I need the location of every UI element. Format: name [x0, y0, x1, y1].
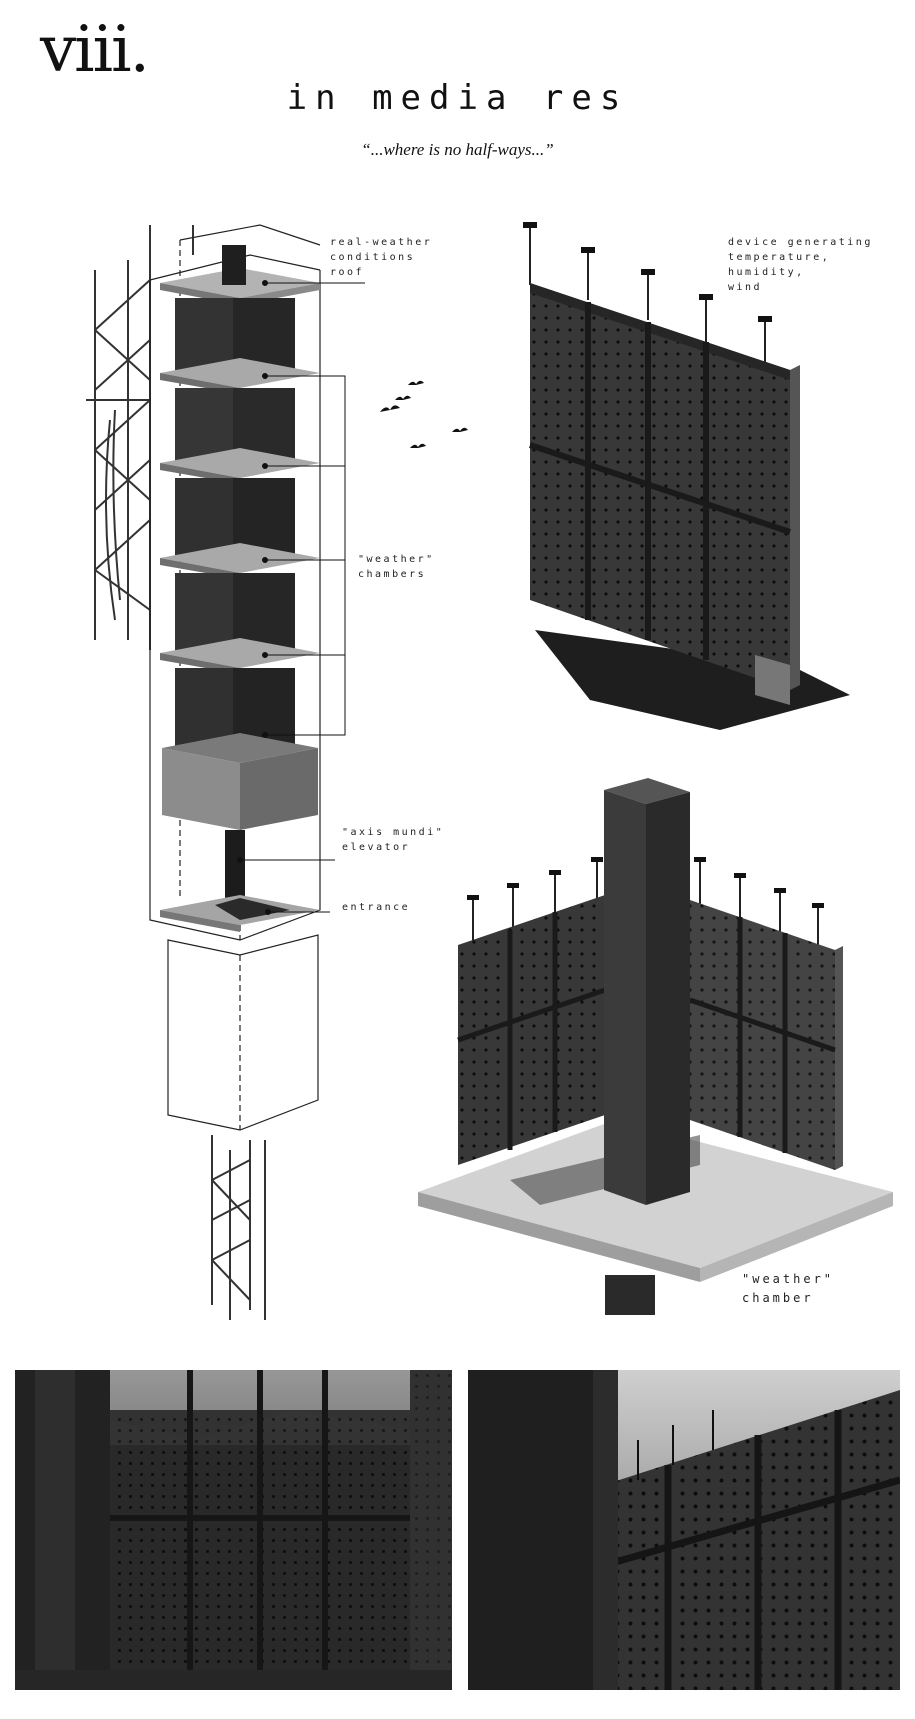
page-title: in media res	[286, 78, 629, 118]
chamber-device-rods	[472, 862, 819, 950]
birds-icon	[380, 380, 468, 448]
interior-render-left	[15, 1370, 452, 1690]
roof-slab	[160, 245, 320, 305]
label-entrance: entrance	[342, 902, 411, 913]
lower-scaffold	[211, 1135, 266, 1320]
label-weather-chambers: "weather" chambers	[358, 554, 435, 580]
device-wall-drawing	[523, 222, 850, 730]
label-device: device generating temperature, humidity,…	[728, 237, 873, 293]
chamber-level-2	[160, 388, 320, 484]
axis-mundi-elevator	[225, 830, 245, 910]
central-column	[604, 778, 690, 1205]
label-roof: real-weather conditions roof	[330, 237, 433, 278]
chamber-level-1	[160, 298, 320, 394]
lower-volume-outline	[167, 934, 319, 1131]
interior-render-right	[468, 1370, 900, 1690]
tower-axonometric-drawing	[86, 222, 893, 1320]
weather-chamber-drawing	[418, 778, 893, 1315]
chamber-level-4	[160, 573, 320, 674]
entrance-slab	[160, 895, 320, 932]
weather-chambers-stack	[160, 298, 320, 830]
page-subtitle-quote: “...where is no half-ways...”	[361, 140, 554, 159]
label-leader-lines	[237, 280, 365, 915]
chamber-level-3	[160, 478, 320, 579]
wall-device-rods	[529, 228, 766, 368]
chapter-numeral: viii.	[40, 13, 150, 87]
wall-device-caps	[523, 222, 772, 322]
label-elevator: "axis mundi" elevator	[342, 827, 445, 853]
base-block	[162, 733, 318, 830]
label-weather-chamber: "weather" chamber	[742, 1272, 835, 1305]
